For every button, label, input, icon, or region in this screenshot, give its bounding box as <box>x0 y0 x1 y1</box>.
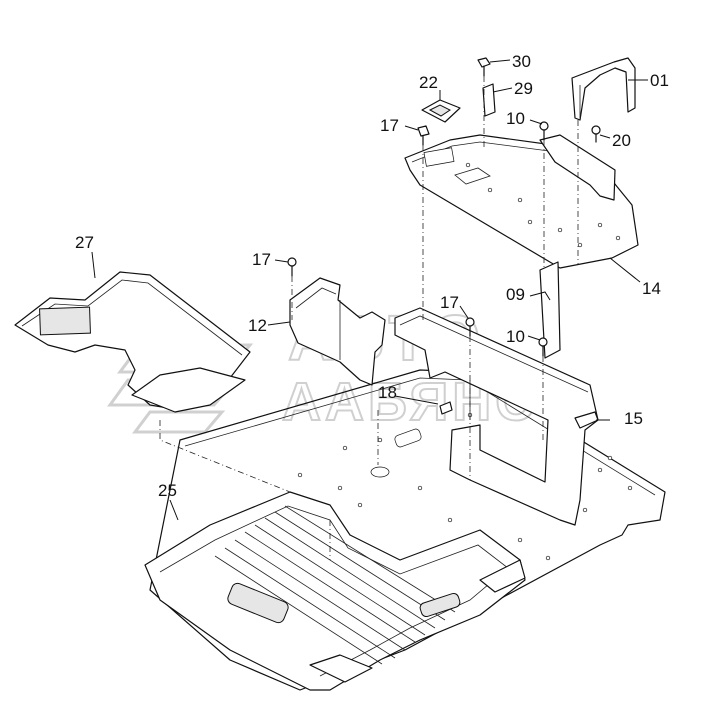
callout-27: 27 <box>75 233 94 252</box>
callout-12: 12 <box>248 316 267 335</box>
bolt-17a-icon <box>417 125 430 146</box>
clip-18-icon <box>439 401 453 415</box>
callout-17b: 17 <box>252 250 271 269</box>
bracket-01 <box>571 57 636 121</box>
callout-15: 15 <box>624 409 643 428</box>
callout-22: 22 <box>419 73 438 92</box>
bracket-29 <box>482 83 496 117</box>
plate-14 <box>404 134 639 269</box>
leader-lines <box>91 59 648 521</box>
callout-10b: 10 <box>506 327 525 346</box>
bolt-30-icon <box>477 57 491 77</box>
assembly-lines <box>159 76 579 560</box>
cover-22 <box>421 99 461 123</box>
bolt-10a-icon <box>539 121 549 141</box>
callout-10a: 10 <box>506 109 525 128</box>
bracket-09 <box>539 261 561 359</box>
callouts: 30 22 29 01 17 10 20 14 27 17 12 17 09 1… <box>75 52 669 500</box>
callout-14: 14 <box>642 279 661 298</box>
callout-17c: 17 <box>440 293 459 312</box>
console-15 <box>394 307 599 526</box>
callout-25: 25 <box>158 481 177 500</box>
bolt-17b-icon <box>287 257 297 277</box>
callout-29: 29 <box>514 79 533 98</box>
callout-01: 01 <box>650 71 669 90</box>
bolt-10b-icon <box>538 337 548 357</box>
callout-18: 18 <box>378 383 397 402</box>
bolt-20-icon <box>591 125 601 143</box>
bolt-17c-icon <box>465 317 475 337</box>
callout-17a: 17 <box>380 116 399 135</box>
bolts <box>287 57 601 415</box>
callout-20: 20 <box>612 131 631 150</box>
mat-27 <box>14 271 251 413</box>
panel-12 <box>289 277 386 386</box>
callout-09: 09 <box>506 285 525 304</box>
floor-mat-25 <box>144 491 526 691</box>
callout-30: 30 <box>512 52 531 71</box>
